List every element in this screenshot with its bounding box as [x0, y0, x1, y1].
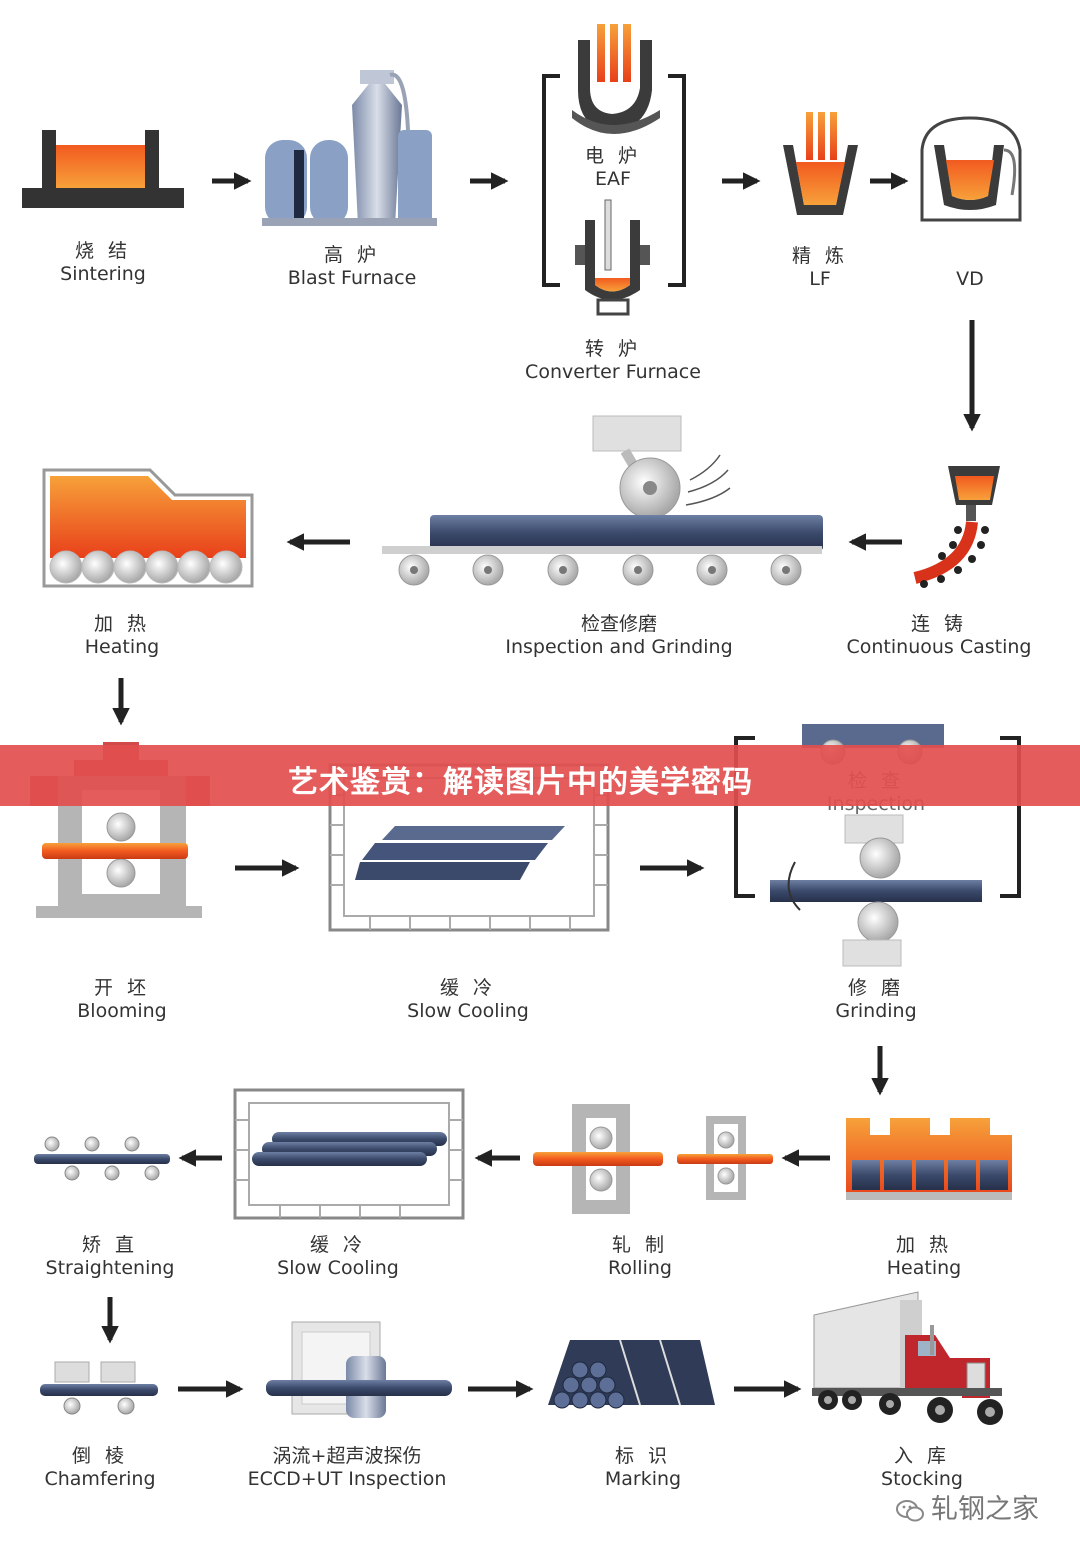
label-inspection-grinding-cn: 检查修磨	[580, 613, 658, 635]
marking-bundle-icon	[548, 1339, 715, 1409]
label-vd: VD	[956, 268, 984, 291]
label-converter-cn: 转 炉	[584, 338, 642, 360]
label-sintering-cn: 烧 结	[74, 240, 132, 262]
label-grinding-en: Grinding	[835, 1000, 917, 1022]
label-heating-2-en: Heating	[886, 1257, 962, 1279]
label-slow-cooling-2-cn: 缓 冷	[309, 1234, 367, 1256]
wechat-icon	[896, 1499, 924, 1521]
label-lf-en: LF	[809, 268, 831, 290]
label-marking-en: Marking	[604, 1468, 682, 1490]
label-vd-en: VD	[956, 268, 984, 290]
reheating-furnace-icon	[846, 1118, 1012, 1200]
eccd-ut-icon	[266, 1321, 452, 1418]
inspection-grinding-bracket	[734, 736, 1021, 898]
vd-icon	[920, 116, 1022, 222]
label-straightening-cn: 矫 直	[81, 1234, 139, 1256]
label-lf-cn: 精 炼	[791, 245, 849, 267]
chamfering-icon	[40, 1361, 158, 1415]
label-heating-2-cn: 加 热	[895, 1234, 953, 1256]
label-blast-furnace-en: Blast Furnace	[287, 267, 417, 289]
slow-cooling-bed-icon	[233, 1088, 465, 1220]
label-blast-furnace-cn: 高 炉	[323, 244, 381, 266]
label-casting-cn: 连 铸	[910, 613, 968, 635]
label-straightening-en: Straightening	[45, 1257, 175, 1279]
watermark: 轧钢之家	[895, 1487, 1039, 1526]
label-eaf-cn: 电 炉	[584, 145, 642, 167]
continuous-casting-icon	[913, 466, 1000, 588]
label-rolling-cn: 轧 制	[611, 1234, 669, 1256]
sintering-icon	[22, 130, 184, 208]
label-blooming-en: Blooming	[77, 1000, 167, 1022]
label-stocking-cn: 入 库	[893, 1445, 951, 1467]
label-eccd-ut-en: ECCD+UT Inspection	[247, 1468, 447, 1490]
label-casting-en: Continuous Casting	[846, 636, 1032, 658]
banner-title: 艺术鉴赏：解读图片中的美学密码	[288, 765, 753, 800]
blast-furnace-icon	[262, 70, 437, 226]
label-heating-1-en: Heating	[84, 636, 160, 658]
label-inspection-grinding-en: Inspection and Grinding	[505, 636, 733, 658]
label-marking-cn: 标 识	[614, 1445, 672, 1467]
label-eaf-en: EAF	[595, 168, 631, 190]
inspection-grinding-icon	[382, 415, 823, 586]
heating-furnace-icon	[42, 468, 254, 588]
label-rolling-en: Rolling	[608, 1257, 672, 1279]
label-chamfering-cn: 倒 棱	[71, 1445, 129, 1467]
label-stocking-en: Stocking	[881, 1468, 963, 1490]
label-blooming-cn: 开 坯	[93, 977, 151, 999]
label-chamfering-en: Chamfering	[44, 1468, 156, 1490]
straightening-icon	[34, 1136, 170, 1181]
label-sintering-en: Sintering	[60, 263, 146, 285]
label-slow-cooling-1-en: Slow Cooling	[407, 1000, 529, 1022]
lf-icon	[783, 112, 858, 215]
converter-icon	[575, 199, 650, 316]
label-heating-1-cn: 加 热	[93, 613, 151, 635]
watermark-text: 轧钢之家	[931, 1494, 1039, 1525]
steelmaking-bracket	[542, 74, 686, 287]
truck-icon	[812, 1291, 1003, 1425]
label-slow-cooling-2-en: Slow Cooling	[277, 1257, 399, 1279]
eaf-icon	[572, 24, 660, 134]
label-slow-cooling-1-cn: 缓 冷	[439, 977, 497, 999]
label-grinding-cn: 修 磨	[847, 977, 905, 999]
label-converter-en: Converter Furnace	[525, 361, 701, 383]
title-banner: 艺术鉴赏：解读图片中的美学密码	[0, 745, 1080, 806]
rolling-mill-icon	[533, 1104, 773, 1214]
label-eccd-ut-cn: 涡流+超声波探伤	[272, 1445, 422, 1467]
